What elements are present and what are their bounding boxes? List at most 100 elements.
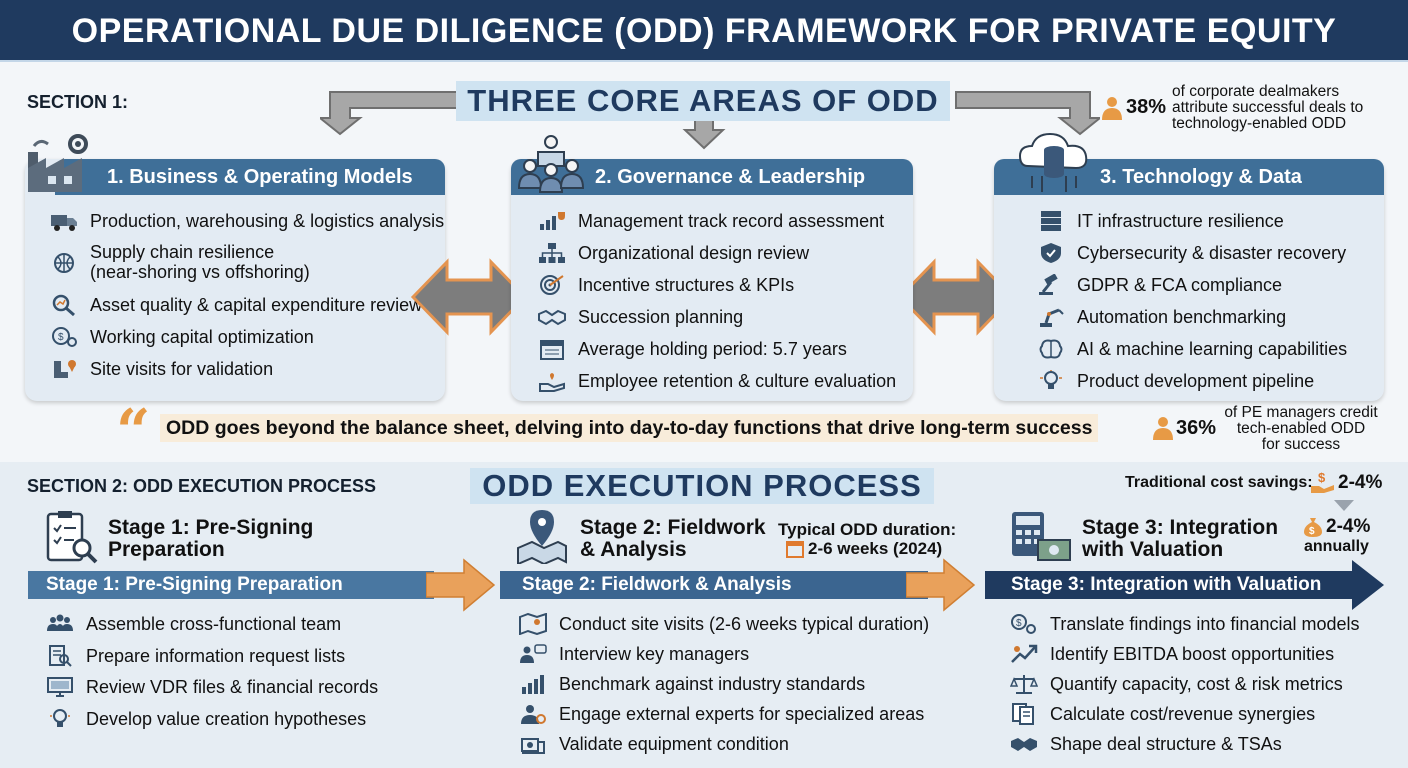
card-governance-leadership xyxy=(511,159,913,401)
person-icon-2 xyxy=(1152,416,1174,445)
stat-38-pct: 38% xyxy=(1126,96,1167,118)
calendar-icon xyxy=(538,338,566,360)
robot-arm-icon xyxy=(1037,306,1065,328)
magnifier-chart-icon xyxy=(50,294,78,317)
documents-icon xyxy=(1010,703,1038,725)
stage2-step-interview: Interview key managers xyxy=(519,643,749,665)
hand-heart-icon xyxy=(538,370,566,392)
down-triangle-icon xyxy=(1334,500,1354,511)
card-technology-data xyxy=(994,159,1384,401)
money-bag-icon: $ xyxy=(1302,514,1324,543)
duration-calendar-icon xyxy=(786,540,804,563)
stage-arrow-1 xyxy=(426,558,496,612)
stage3-step-deal-structure: Shape deal structure & TSAs xyxy=(1010,733,1282,755)
card-business-title: 1. Business & Operating Models xyxy=(55,159,445,195)
stage1-step-vdr-review: Review VDR files & financial records xyxy=(46,676,378,698)
checklist-magnifier-icon xyxy=(44,510,100,571)
server-icon xyxy=(1037,210,1065,232)
quote-mark-icon: “ xyxy=(116,397,151,467)
cost-savings-label: Traditional cost savings: xyxy=(1125,474,1313,491)
person-icon xyxy=(1101,96,1123,125)
team-icon xyxy=(46,613,74,635)
svg-text:$: $ xyxy=(58,332,64,343)
money-hand-icon: $ xyxy=(1310,470,1336,499)
card3-item-cybersecurity: Cybersecurity & disaster recovery xyxy=(1037,242,1346,264)
gavel-icon xyxy=(1037,273,1065,296)
deal-handshake-icon xyxy=(1010,733,1038,755)
card2-item-org-design: Organizational design review xyxy=(538,242,809,264)
odd-quote: ODD goes beyond the balance sheet, delvi… xyxy=(160,414,1099,442)
map-icon xyxy=(519,612,547,636)
svg-text:$: $ xyxy=(1309,526,1315,537)
monitor-icon xyxy=(46,676,74,698)
card1-item-working-capital: $ Working capital optimization xyxy=(50,326,314,348)
machine-icon xyxy=(519,733,547,755)
cost-savings-value: 2-4% xyxy=(1338,472,1383,493)
page-title: OPERATIONAL DUE DILIGENCE (ODD) FRAMEWOR… xyxy=(71,12,1337,50)
lightbulb-icon xyxy=(1037,370,1065,392)
section2-background xyxy=(0,462,1408,768)
globe-refresh-icon xyxy=(50,252,78,274)
factory-icon xyxy=(24,132,94,201)
dollar-gears-icon: $ xyxy=(1010,613,1038,635)
card1-item-asset-quality: Asset quality & capital expenditure revi… xyxy=(50,294,422,317)
stage-arrow-2 xyxy=(906,558,976,612)
card3-item-it-infrastructure: IT infrastructure resilience xyxy=(1037,210,1284,232)
stage3-arrowhead xyxy=(1352,560,1384,610)
card3-item-product-pipeline: Product development pipeline xyxy=(1037,370,1314,392)
card3-item-compliance: GDPR & FCA compliance xyxy=(1037,273,1282,296)
card1-item-site-visits: Site visits for validation xyxy=(50,358,273,380)
stage1-step-request-lists: Prepare information request lists xyxy=(46,645,345,667)
calculator-money-icon xyxy=(1010,508,1072,569)
expert-icon xyxy=(519,703,547,725)
section2-banner: ODD EXECUTION PROCESS xyxy=(470,468,934,504)
idea-icon xyxy=(46,708,74,730)
stage1-step-hypotheses: Develop value creation hypotheses xyxy=(46,708,366,730)
card1-item-supply-chain: Supply chain resilience(near-shoring vs … xyxy=(50,242,310,282)
growth-icon xyxy=(1010,643,1038,665)
card2-item-incentives: Incentive structures & KPIs xyxy=(538,274,794,296)
section2-label: SECTION 2: ODD EXECUTION PROCESS xyxy=(27,476,377,496)
stage3-bar: Stage 3: Integration with Valuation xyxy=(985,571,1353,599)
stage2-title: Stage 2: Fieldwork& Analysis xyxy=(580,516,766,561)
svg-text:$: $ xyxy=(1016,618,1022,629)
stage3-step-synergies: Calculate cost/revenue synergies xyxy=(1010,703,1315,725)
map-pin-icon xyxy=(514,508,570,569)
shield-icon xyxy=(1037,242,1065,264)
stage3-step-financial-models: $ Translate findings into financial mode… xyxy=(1010,613,1360,635)
brain-icon xyxy=(1037,338,1065,360)
stage1-step-team: Assemble cross-functional team xyxy=(46,613,341,635)
handshake-icon xyxy=(538,306,566,328)
section1-banner: THREE CORE AREAS OF ODD xyxy=(456,81,950,121)
card-business-operating xyxy=(25,159,445,401)
stage2-step-benchmark: Benchmark against industry standards xyxy=(519,673,865,695)
stat-36-pct: 36% xyxy=(1176,417,1217,439)
banner-connector-arrows xyxy=(320,91,1100,150)
title-bar xyxy=(0,0,1408,62)
boot-pin-icon xyxy=(50,358,78,380)
annual-savings-label: annually xyxy=(1304,538,1369,555)
leadership-group-icon xyxy=(516,132,586,201)
stage2-bar: Stage 2: Fieldwork & Analysis xyxy=(500,571,928,599)
coins-gear-icon: $ xyxy=(50,326,78,348)
chart-trophy-icon xyxy=(538,210,566,232)
stage2-step-equipment: Validate equipment condition xyxy=(519,733,789,755)
duration-label: Typical ODD duration: xyxy=(778,520,957,539)
stage3-step-ebitda: Identify EBITDA boost opportunities xyxy=(1010,643,1334,665)
card2-item-track-record: Management track record assessment xyxy=(538,210,884,232)
truck-icon xyxy=(50,210,78,232)
duration-value: 2-6 weeks (2024) xyxy=(808,539,943,558)
list-search-icon xyxy=(46,645,74,667)
stage2-step-site-visits: Conduct site visits (2-6 weeks typical d… xyxy=(519,612,929,636)
card3-item-automation: Automation benchmarking xyxy=(1037,306,1286,328)
scales-icon xyxy=(1009,673,1039,695)
card2-item-succession: Succession planning xyxy=(538,306,743,328)
stat-36-text: of PE managers credit tech-enabled ODD f… xyxy=(1224,404,1378,453)
target-icon xyxy=(538,274,566,296)
card3-item-ai-ml: AI & machine learning capabilities xyxy=(1037,338,1347,360)
interview-icon xyxy=(519,643,547,665)
card2-item-retention: Employee retention & culture evaluation xyxy=(538,370,896,392)
section1-label: SECTION 1: xyxy=(27,92,129,112)
